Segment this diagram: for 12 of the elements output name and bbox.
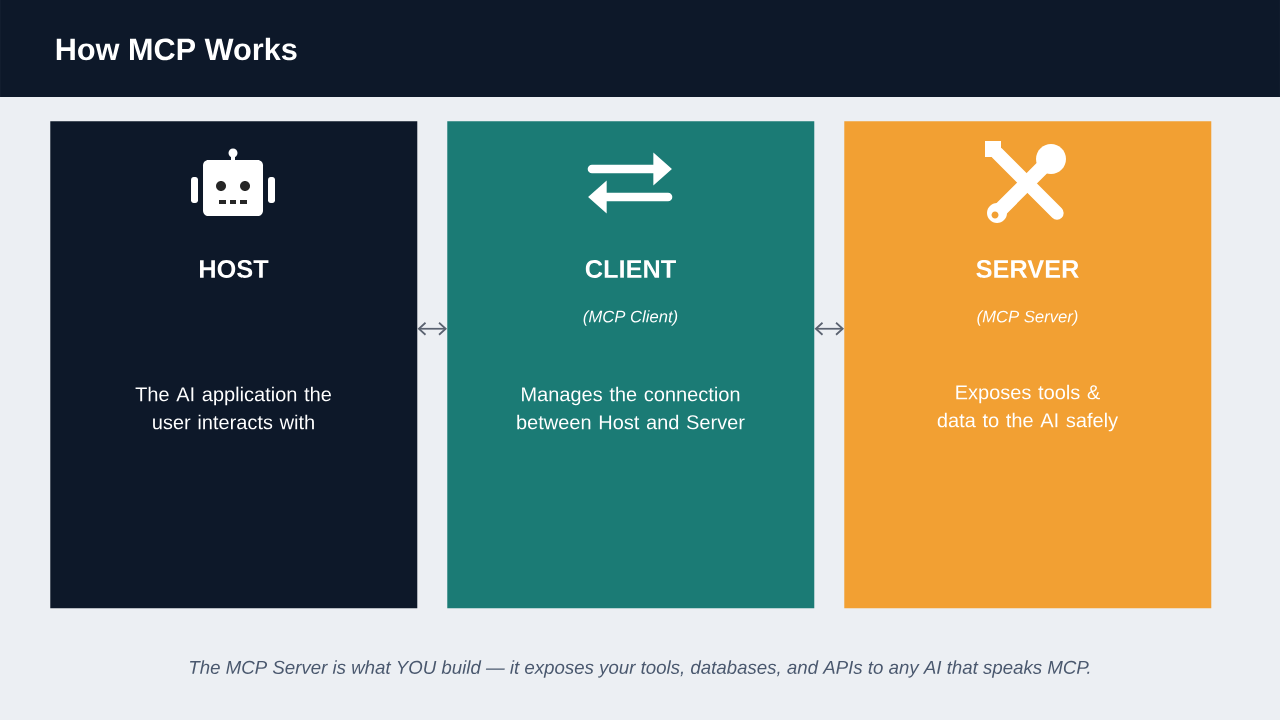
caption: The MCP Server is what YOU build — it exposes your tools, databases, and APIs to any AI that speaks MCP. bbox=[190, 660, 1090, 678]
card-description: Exposes tools & data to the AI safely bbox=[937, 384, 1119, 432]
card-heading: HOST bbox=[200, 260, 269, 278]
double-arrow bbox=[814, 321, 844, 336]
card-subtitle: (MCP Client) bbox=[583, 310, 678, 326]
card-heading: SERVER bbox=[976, 260, 1079, 278]
title-bar: How MCP Works bbox=[0, 0, 1280, 97]
card-subtitle: (MCP Server) bbox=[977, 310, 1078, 326]
double-arrow bbox=[417, 321, 447, 336]
card-heading: CLIENT bbox=[585, 260, 676, 278]
card-description: The AI application the user interacts with bbox=[135, 386, 331, 430]
card-description: Manages the connection between Host and Server bbox=[517, 386, 745, 430]
